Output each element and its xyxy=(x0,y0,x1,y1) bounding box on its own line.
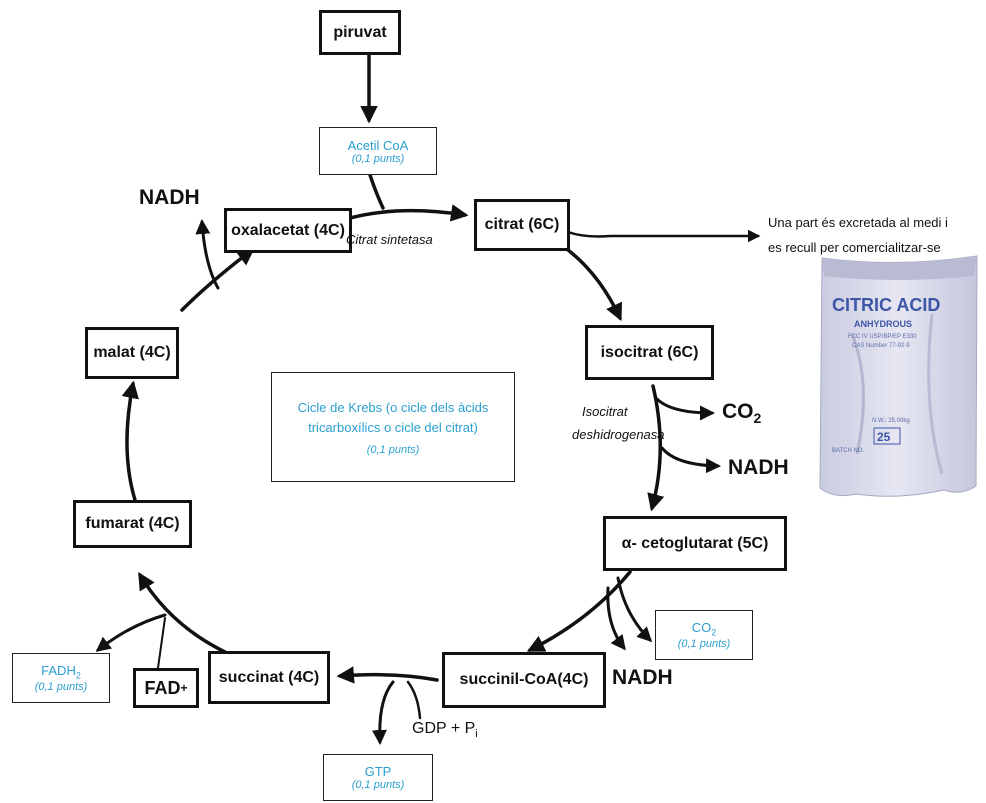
answer-box-gtp: GTP (0,1 punts) xyxy=(323,754,433,801)
node-isocitrat: isocitrat (6C) xyxy=(585,325,714,380)
cycle-name-line1: Cicle de Krebs (o cicle dels àcids xyxy=(297,400,489,415)
bag-weight: 25 xyxy=(877,430,891,444)
gdp-main: GDP + P xyxy=(412,720,476,737)
nadh-isocitrat: NADH xyxy=(728,456,789,479)
acetil-coa-label: Acetil CoA xyxy=(347,137,409,153)
bag-weight-label: N.W.: 25,00kg xyxy=(872,418,910,424)
bag-spec1: FCC IV USP/BP/EP E330 xyxy=(848,334,917,340)
arrow-fumarat-malat xyxy=(121,380,139,502)
arrow-succinat-fumarat xyxy=(138,571,227,654)
fad-box: FAD+ xyxy=(133,668,199,708)
arrow-citrat-isocitrat xyxy=(566,248,623,322)
answer-box-fadh2: FADH2 (0,1 punts) xyxy=(12,653,110,703)
gdp-label: GDP + Pi xyxy=(412,720,478,740)
node-succinil-coa: succinil-CoA(4C) xyxy=(442,652,606,708)
gdp-subscript: i xyxy=(475,728,478,741)
co2-isocitrat-main: CO xyxy=(722,400,754,423)
co2-answer-sub: 2 xyxy=(711,627,717,638)
enzyme-citrat-sintetasa: Citrat sintetasa xyxy=(346,232,433,247)
co2-answer-label: CO2 xyxy=(692,620,717,638)
bag-title: CITRIC ACID xyxy=(832,295,940,315)
arrow-citrat-excretion xyxy=(566,229,761,243)
bag-spec2: CAS Number 77-92-9 xyxy=(852,343,910,349)
enzyme-isocitrat-line2: deshidrogenasa xyxy=(572,427,665,442)
arrow-alpha-succinil xyxy=(526,570,632,652)
excretion-line1: Una part és excretada al medi i xyxy=(768,215,948,230)
fadh2-answer-points: (0,1 punts) xyxy=(34,680,88,693)
co2-isocitrat: CO2 xyxy=(722,400,761,426)
arrow-nadh-iso xyxy=(660,446,721,474)
answer-box-acetil-coa: Acetil CoA (0,1 punts) xyxy=(319,127,437,175)
acetil-coa-points: (0,1 punts) xyxy=(351,152,405,165)
cycle-name-line2: tricarboxílics o cicle del citrat) xyxy=(308,420,478,435)
citric-acid-bag-image: CITRIC ACID ANHYDROUS FCC IV USP/BP/EP E… xyxy=(812,254,984,504)
gtp-answer-label: GTP xyxy=(364,764,392,779)
fad-label: FAD xyxy=(144,677,181,698)
fadh2-answer-main: FADH xyxy=(41,663,76,679)
excretion-line2: es recull per comercialitzar-se xyxy=(768,240,941,255)
node-malat: malat (4C) xyxy=(85,327,179,379)
node-fumarat: fumarat (4C) xyxy=(73,500,192,548)
arrow-acetil-merge xyxy=(368,173,385,210)
bag-batch: BATCH NO. xyxy=(832,448,865,454)
answer-box-cycle-name: Cicle de Krebs (o cicle dels àcids trica… xyxy=(271,372,515,482)
gtp-answer-points: (0,1 punts) xyxy=(351,779,405,791)
node-oxalacetat: oxalacetat (4C) xyxy=(224,208,352,253)
node-citrat: citrat (6C) xyxy=(474,199,570,251)
enzyme-isocitrat-line1: Isocitrat xyxy=(582,404,628,419)
arrow-co2-iso xyxy=(654,396,715,421)
arrow-succinil-succinat xyxy=(336,666,439,684)
fadh2-answer-label: FADH2 xyxy=(41,663,81,681)
co2-answer-main: CO xyxy=(691,620,712,636)
arrow-alpha-co2 xyxy=(616,576,653,643)
node-piruvat: piruvat xyxy=(319,10,401,55)
co2-isocitrat-sub: 2 xyxy=(753,410,762,427)
arrow-oxal-citrat xyxy=(348,204,469,222)
arrow-fadh2 xyxy=(95,613,167,652)
arrow-nadh-top xyxy=(195,219,220,290)
arrow-malat-oxal xyxy=(180,247,255,312)
cycle-name-points: (0,1 punts) xyxy=(366,444,420,456)
line-gdp xyxy=(406,680,422,720)
bag-subtitle: ANHYDROUS xyxy=(854,319,912,329)
fadh2-answer-sub: 2 xyxy=(75,670,81,681)
node-succinat: succinat (4C) xyxy=(208,651,330,704)
fad-superscript: + xyxy=(180,681,188,695)
arrow-gtp xyxy=(371,680,395,745)
arrow-alpha-nadh xyxy=(606,586,626,651)
node-alpha-cetoglutarat: α- cetoglutarat (5C) xyxy=(603,516,787,571)
nadh-alpha: NADH xyxy=(612,666,673,689)
nadh-top: NADH xyxy=(139,186,200,209)
bag-drawing: CITRIC ACID ANHYDROUS FCC IV USP/BP/EP E… xyxy=(819,255,978,497)
arrow-isocitrat-alpha xyxy=(647,384,665,512)
answer-box-co2: CO2 (0,1 punts) xyxy=(655,610,753,660)
line-fad xyxy=(157,617,166,669)
co2-answer-points: (0,1 punts) xyxy=(677,637,731,650)
